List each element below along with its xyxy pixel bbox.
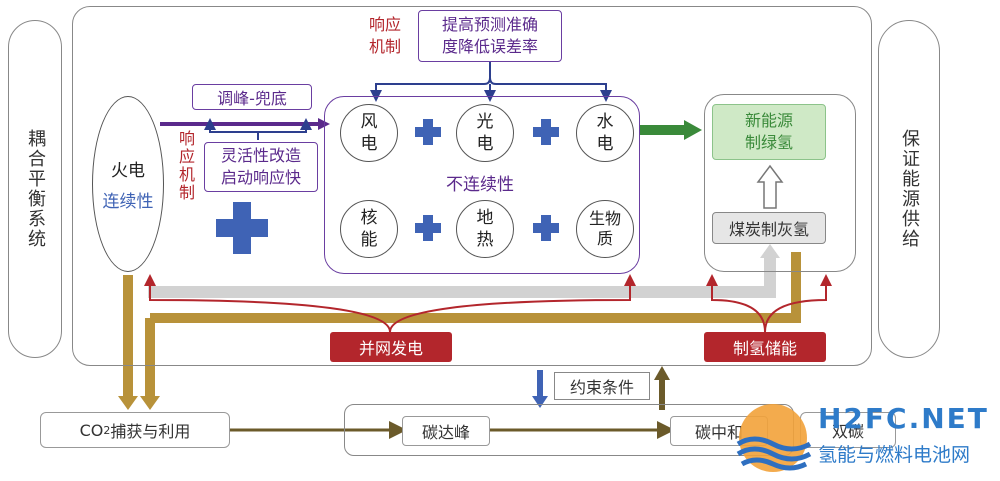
intermittent-label: 不连续性 — [446, 175, 514, 195]
green-h2-line2: 制绿氢 — [744, 133, 793, 152]
energy-supply-panel: 保证能源供给 — [878, 20, 940, 358]
response-mechanism-left: 响应机制 — [176, 130, 195, 202]
plus-icon — [533, 215, 559, 241]
peak-regulation-box: 调峰-兜底 — [192, 84, 312, 110]
green-hydrogen-box: 新能源 制绿氢 — [712, 104, 826, 160]
plus-icon — [533, 119, 559, 145]
solar-power-node: 光电 — [456, 104, 514, 162]
thermal-power-node: 火电 连续性 — [92, 96, 164, 272]
wind-power-node: 风电 — [340, 104, 398, 162]
biomass-node: 生物质 — [576, 200, 634, 258]
ccus-prefix: CO — [79, 420, 104, 440]
hydro-power-node: 水电 — [576, 104, 634, 162]
watermark-subtitle: 氢能与燃料电池网 — [818, 444, 971, 466]
plus-icon — [216, 202, 268, 254]
grid-connection-box: 并网发电 — [330, 332, 452, 362]
forecast-line2: 度降低误差率 — [441, 37, 538, 56]
forecast-accuracy-box: 提高预测准确 度降低误差率 — [418, 10, 562, 62]
energy-supply-label: 保证能源供给 — [899, 129, 920, 249]
hydrogen-storage-box: 制氢储能 — [704, 332, 826, 362]
watermark-logo-icon — [736, 404, 812, 472]
main-frame — [72, 6, 872, 366]
flexibility-retrofit-box: 灵活性改造 启动响应快 — [204, 142, 318, 192]
constraint-box: 约束条件 — [554, 372, 650, 400]
plus-icon — [415, 119, 441, 145]
nuclear-node: 核能 — [340, 200, 398, 258]
thermal-continuity-label: 连续性 — [102, 192, 154, 212]
retrofit-line2: 启动响应快 — [220, 168, 301, 187]
response-top-line2: 机制 — [368, 37, 401, 56]
geothermal-node: 地热 — [456, 200, 514, 258]
renewables-group — [324, 96, 640, 274]
dual-carbon-box: 双碳 — [800, 412, 896, 448]
ccus-suffix: 捕获与利用 — [110, 422, 191, 441]
retrofit-line1: 灵活性改造 — [220, 146, 301, 165]
forecast-line1: 提高预测准确 — [441, 15, 538, 34]
green-h2-line1: 新能源 — [744, 111, 793, 130]
thermal-power-title: 火电 — [111, 161, 145, 181]
watermark-name: H2FC.NET — [818, 402, 989, 435]
coupling-balance-panel: 耦合平衡系统 — [8, 20, 62, 358]
grey-hydrogen-box: 煤炭制灰氢 — [712, 212, 826, 244]
ccus-sub: 2 — [103, 423, 111, 437]
coupling-balance-label: 耦合平衡系统 — [25, 129, 46, 249]
plus-icon — [415, 215, 441, 241]
response-top-line1: 响应 — [368, 15, 401, 34]
hydrogen-group — [704, 94, 856, 272]
carbon-peak-box: 碳达峰 — [402, 416, 490, 446]
response-mechanism-top: 响应 机制 — [360, 14, 410, 58]
